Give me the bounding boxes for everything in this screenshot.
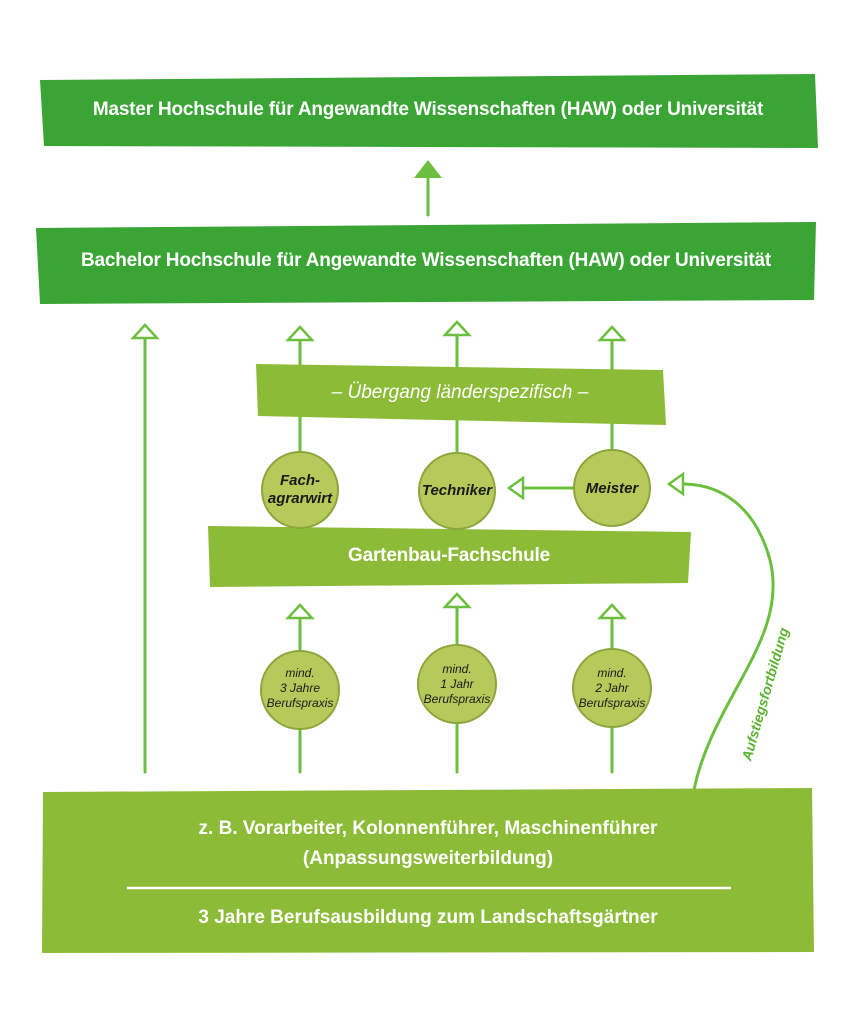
arrow-heads xyxy=(130,320,685,620)
line-aufstieg-curve xyxy=(683,482,775,797)
arrow-head-icon xyxy=(285,325,315,342)
uebergang-bar-shape xyxy=(256,364,666,425)
arrow-head-icon xyxy=(442,320,472,337)
arrow-head-icon xyxy=(130,323,160,340)
master-banner-shape xyxy=(40,74,818,148)
bottom-line3: 3 Jahre Berufsausbildung zum Landschafts… xyxy=(198,907,658,928)
arrow-head-icon xyxy=(285,603,315,620)
practice-circles xyxy=(260,644,652,730)
bottom-block-shape xyxy=(42,788,814,953)
circle-meister xyxy=(573,449,651,527)
circle-fachagrarwirt xyxy=(261,451,339,529)
qualification-fachagrarwirt: Fach- agrarwirt xyxy=(267,472,333,507)
arrow-head-icon xyxy=(597,603,627,620)
circle-practice-1 xyxy=(260,650,340,730)
practice-label-3: mind. 2 Jahr Berufspraxis xyxy=(578,666,646,710)
bottom-line2: (Anpassungsweiterbildung) xyxy=(302,848,554,869)
qualification-techniker: Techniker xyxy=(421,482,493,499)
qualification-meister: Meister xyxy=(585,480,639,497)
circle-techniker xyxy=(418,452,496,530)
arrow-head-icon xyxy=(506,475,525,501)
arrow-head-icon xyxy=(666,471,685,497)
circle-practice-2 xyxy=(417,644,497,724)
arrow-head-icon xyxy=(597,325,627,342)
arrow-head-filled-icon xyxy=(414,160,442,178)
bachelor-banner-shape xyxy=(36,222,816,304)
fachschule-label: Gartenbau-Fachschule xyxy=(348,545,550,566)
bachelor-label: Bachelor Hochschule für Angewandte Wisse… xyxy=(81,250,771,271)
uebergang-label: – Übergang länderspezifisch – xyxy=(331,382,589,403)
bottom-line1: z. B. Vorarbeiter, Kolonnenführer, Masch… xyxy=(198,818,658,839)
qualification-circles xyxy=(261,449,651,530)
arrow-head-icon xyxy=(442,592,472,609)
practice-label-2: mind. 1 Jahr Berufspraxis xyxy=(423,662,491,706)
practice-label-1: mind. 3 Jahre Berufspraxis xyxy=(266,666,334,710)
fachschule-bar-shape xyxy=(208,526,691,587)
master-label: Master Hochschule für Angewandte Wissens… xyxy=(92,99,764,120)
circle-practice-3 xyxy=(572,648,652,728)
